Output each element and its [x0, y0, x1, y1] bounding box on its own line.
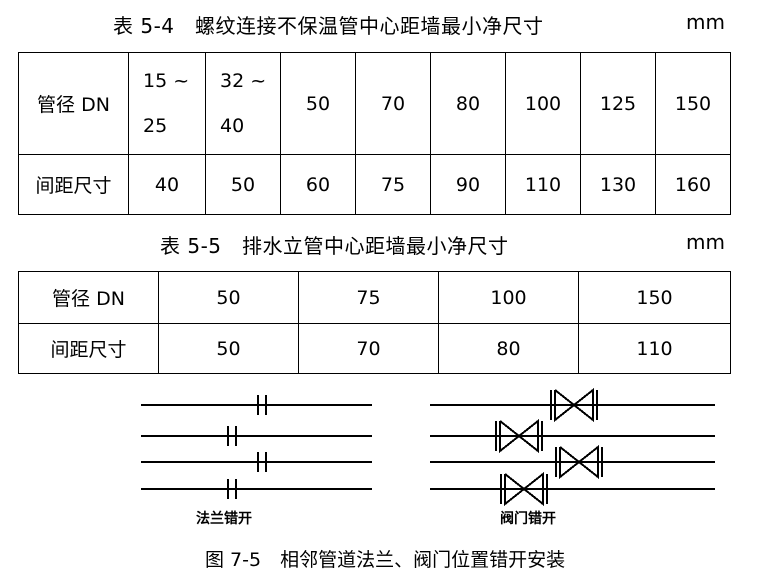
cell-spacing-7: 130: [580, 154, 656, 215]
table-row: 间距尺寸 40 50 60 75 90 110 130 160: [18, 154, 731, 215]
cell-spacing-2: 50: [205, 154, 281, 215]
cell-spacing-2: 70: [298, 323, 439, 374]
cell-spacing-3: 80: [438, 323, 579, 374]
figure-7-5: 法兰错开 阀门错开 图 7-5 相邻管道法兰、阀门位置错开安装: [0, 380, 757, 581]
cell-spacing-6: 110: [505, 154, 581, 215]
table-5-5-unit: mm: [686, 230, 725, 254]
cell-spacing-1: 50: [158, 323, 299, 374]
figure-caption: 图 7-5 相邻管道法兰、阀门位置错开安装: [205, 549, 566, 571]
cell-diameter-3: 50: [280, 52, 356, 155]
table-row: 间距尺寸 50 70 80 110: [18, 323, 731, 374]
cell-diameter-4: 150: [578, 271, 731, 324]
table-5-4: 管径 DN 15 ~ 25 32 ~ 40 50 70 80 100 125 1…: [18, 52, 731, 215]
range-bottom-text: 25: [143, 114, 168, 137]
cell-diameter-6: 100: [505, 52, 581, 155]
cell-spacing-1: 40: [128, 154, 206, 215]
cell-diameter-5: 80: [430, 52, 506, 155]
cell-spacing-5: 90: [430, 154, 506, 215]
cell-diameter-range-2: 32 ~ 40: [205, 52, 281, 155]
range-top-text: 32 ~: [220, 69, 267, 92]
row-header-spacing: 间距尺寸: [18, 154, 129, 215]
table-5-4-title: 表 5-4 螺纹连接不保温管中心距墙最小净尺寸: [113, 14, 544, 38]
table-row: 管径 DN 15 ~ 25 32 ~ 40 50 70 80 100 125 1…: [18, 52, 731, 155]
table-row: 管径 DN 50 75 100 150: [18, 271, 731, 324]
row-header-spacing: 间距尺寸: [18, 323, 159, 374]
table-5-5-title: 表 5-5 排水立管中心距墙最小净尺寸: [160, 234, 509, 258]
cell-diameter-range-1: 15 ~ 25: [128, 52, 206, 155]
figure-left-label: 法兰错开: [196, 511, 252, 527]
cell-diameter-2: 75: [298, 271, 439, 324]
range-top-text: 15 ~: [143, 69, 190, 92]
row-header-diameter: 管径 DN: [18, 271, 159, 324]
cell-diameter-8: 150: [655, 52, 731, 155]
cell-spacing-3: 60: [280, 154, 356, 215]
range-bottom-text: 40: [220, 114, 245, 137]
row-header-diameter: 管径 DN: [18, 52, 129, 155]
table-5-5: 管径 DN 50 75 100 150 间距尺寸 50 70 80 110: [18, 271, 731, 374]
valve-icon-right-4: [504, 471, 544, 507]
cell-diameter-7: 125: [580, 52, 656, 155]
figure-right-label: 阀门错开: [500, 511, 556, 527]
valve-icon-right-3: [559, 444, 599, 480]
cell-spacing-8: 160: [655, 154, 731, 215]
pipe-schematic-diagram: [141, 387, 715, 507]
valve-icon-right-2: [499, 418, 539, 454]
cell-diameter-3: 100: [438, 271, 579, 324]
cell-diameter-1: 50: [158, 271, 299, 324]
cell-diameter-4: 70: [355, 52, 431, 155]
cell-spacing-4: 75: [355, 154, 431, 215]
cell-spacing-4: 110: [578, 323, 731, 374]
table-5-4-unit: mm: [686, 10, 725, 34]
valve-icon-right-1: [554, 387, 594, 423]
